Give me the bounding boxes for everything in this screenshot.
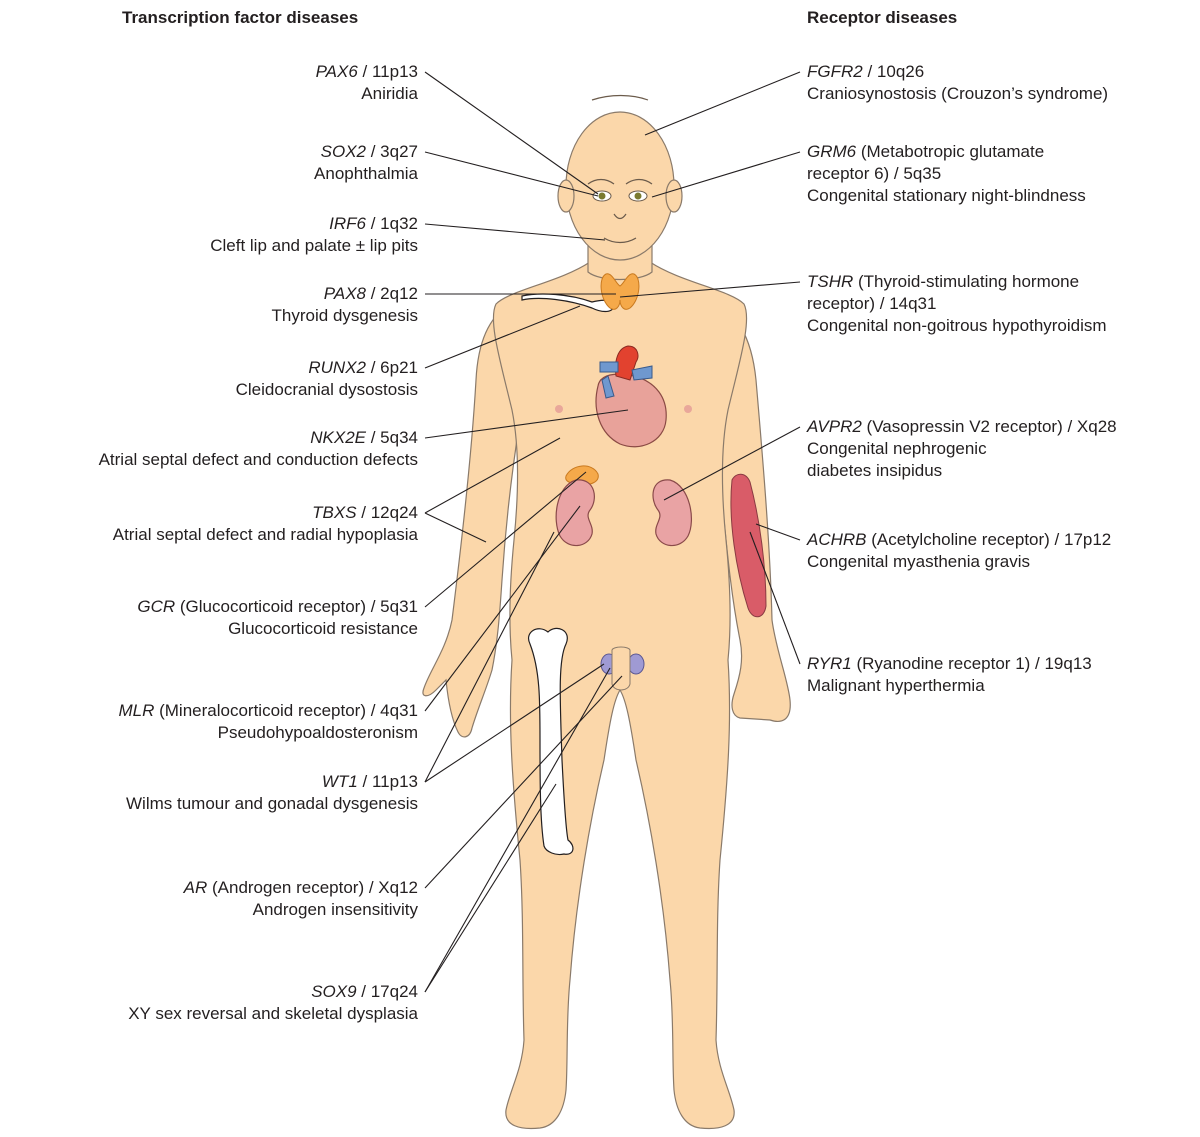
disease-name-cont: diabetes insipidus (807, 460, 1117, 482)
disease-name: Androgen insensitivity (184, 899, 418, 921)
disease-name: Congenital nephrogenic (807, 438, 1117, 460)
gene-name: TSHR (807, 272, 853, 291)
disease-name: Aniridia (316, 83, 418, 105)
right-nipple (684, 405, 692, 413)
disease-name: Glucocorticoid resistance (137, 618, 418, 640)
label-grm6: GRM6 (Metabotropic glutamate receptor 6) … (807, 141, 1086, 207)
gene-name: RYR1 (807, 654, 852, 673)
disease-name: Atrial septal defect and radial hypoplas… (113, 524, 418, 546)
gene-name: AR (184, 878, 208, 897)
gene-name: SOX9 (311, 982, 356, 1001)
disease-name: Congenital non-goitrous hypothyroidism (807, 315, 1107, 337)
gene-detail: (Ryanodine receptor 1) / 19q13 (852, 654, 1092, 673)
gene-name: SOX2 (321, 142, 366, 161)
gene-detail: (Glucocorticoid receptor) / 5q31 (175, 597, 418, 616)
gene-detail: / 2q12 (366, 284, 418, 303)
gene-name: RUNX2 (308, 358, 366, 377)
gene-detail-cont: receptor) / 14q31 (807, 293, 1107, 315)
gene-name: GCR (137, 597, 175, 616)
label-tshr: TSHR (Thyroid-stimulating hormone recepto… (807, 271, 1107, 337)
gene-detail: / 1q32 (366, 214, 418, 233)
disease-name: Cleft lip and palate ± lip pits (210, 235, 418, 257)
gene-detail: (Mineralocorticoid receptor) / 4q31 (154, 701, 418, 720)
right-column-heading: Receptor diseases (807, 8, 957, 28)
gene-detail-cont: receptor 6) / 5q35 (807, 163, 1086, 185)
gene-name: AVPR2 (807, 417, 862, 436)
left-column-heading: Transcription factor diseases (122, 8, 358, 28)
gene-detail: (Metabotropic glutamate (856, 142, 1044, 161)
label-sox9: SOX9 / 17q24 XY sex reversal and skeletal… (128, 981, 418, 1025)
disease-name: Congenital stationary night-blindness (807, 185, 1086, 207)
gene-name: PAX6 (316, 62, 358, 81)
gene-name: FGFR2 (807, 62, 863, 81)
disease-name: XY sex reversal and skeletal dysplasia (128, 1003, 418, 1025)
disease-name: Wilms tumour and gonadal dysgenesis (126, 793, 418, 815)
disease-name: Congenital myasthenia gravis (807, 551, 1111, 573)
disease-name: Pseudohypoaldosteronism (118, 722, 418, 744)
disease-name: Craniosynostosis (Crouzon’s syndrome) (807, 83, 1108, 105)
disease-name: Atrial septal defect and conduction defe… (99, 449, 418, 471)
disease-name: Thyroid dysgenesis (272, 305, 418, 327)
gene-name: MLR (118, 701, 154, 720)
gene-detail: / 12q24 (357, 503, 418, 522)
disease-name: Anophthalmia (314, 163, 418, 185)
gene-name: WT1 (322, 772, 358, 791)
gene-detail: / 3q27 (366, 142, 418, 161)
gene-detail: / 5q34 (366, 428, 418, 447)
gene-detail: / 10q26 (863, 62, 924, 81)
gene-detail: (Acetylcholine receptor) / 17p12 (867, 530, 1112, 549)
gene-detail: / 17q24 (357, 982, 418, 1001)
disease-name: Malignant hyperthermia (807, 675, 1092, 697)
gene-detail: (Androgen receptor) / Xq12 (207, 878, 418, 897)
gene-name: IRF6 (329, 214, 366, 233)
gene-detail: (Vasopressin V2 receptor) / Xq28 (862, 417, 1117, 436)
gene-name: GRM6 (807, 142, 856, 161)
disease-name: Cleidocranial dysostosis (236, 379, 418, 401)
gene-name: TBXS (312, 503, 356, 522)
gene-name: PAX8 (324, 284, 366, 303)
gene-detail: (Thyroid-stimulating hormone (853, 272, 1079, 291)
gene-detail: / 6p21 (366, 358, 418, 377)
gene-name: NKX2E (310, 428, 366, 447)
human-body (423, 112, 790, 1128)
gene-detail: / 11p13 (358, 62, 418, 81)
left-nipple (555, 405, 563, 413)
gene-detail: / 11p13 (358, 772, 418, 791)
gene-name: ACHRB (807, 530, 867, 549)
